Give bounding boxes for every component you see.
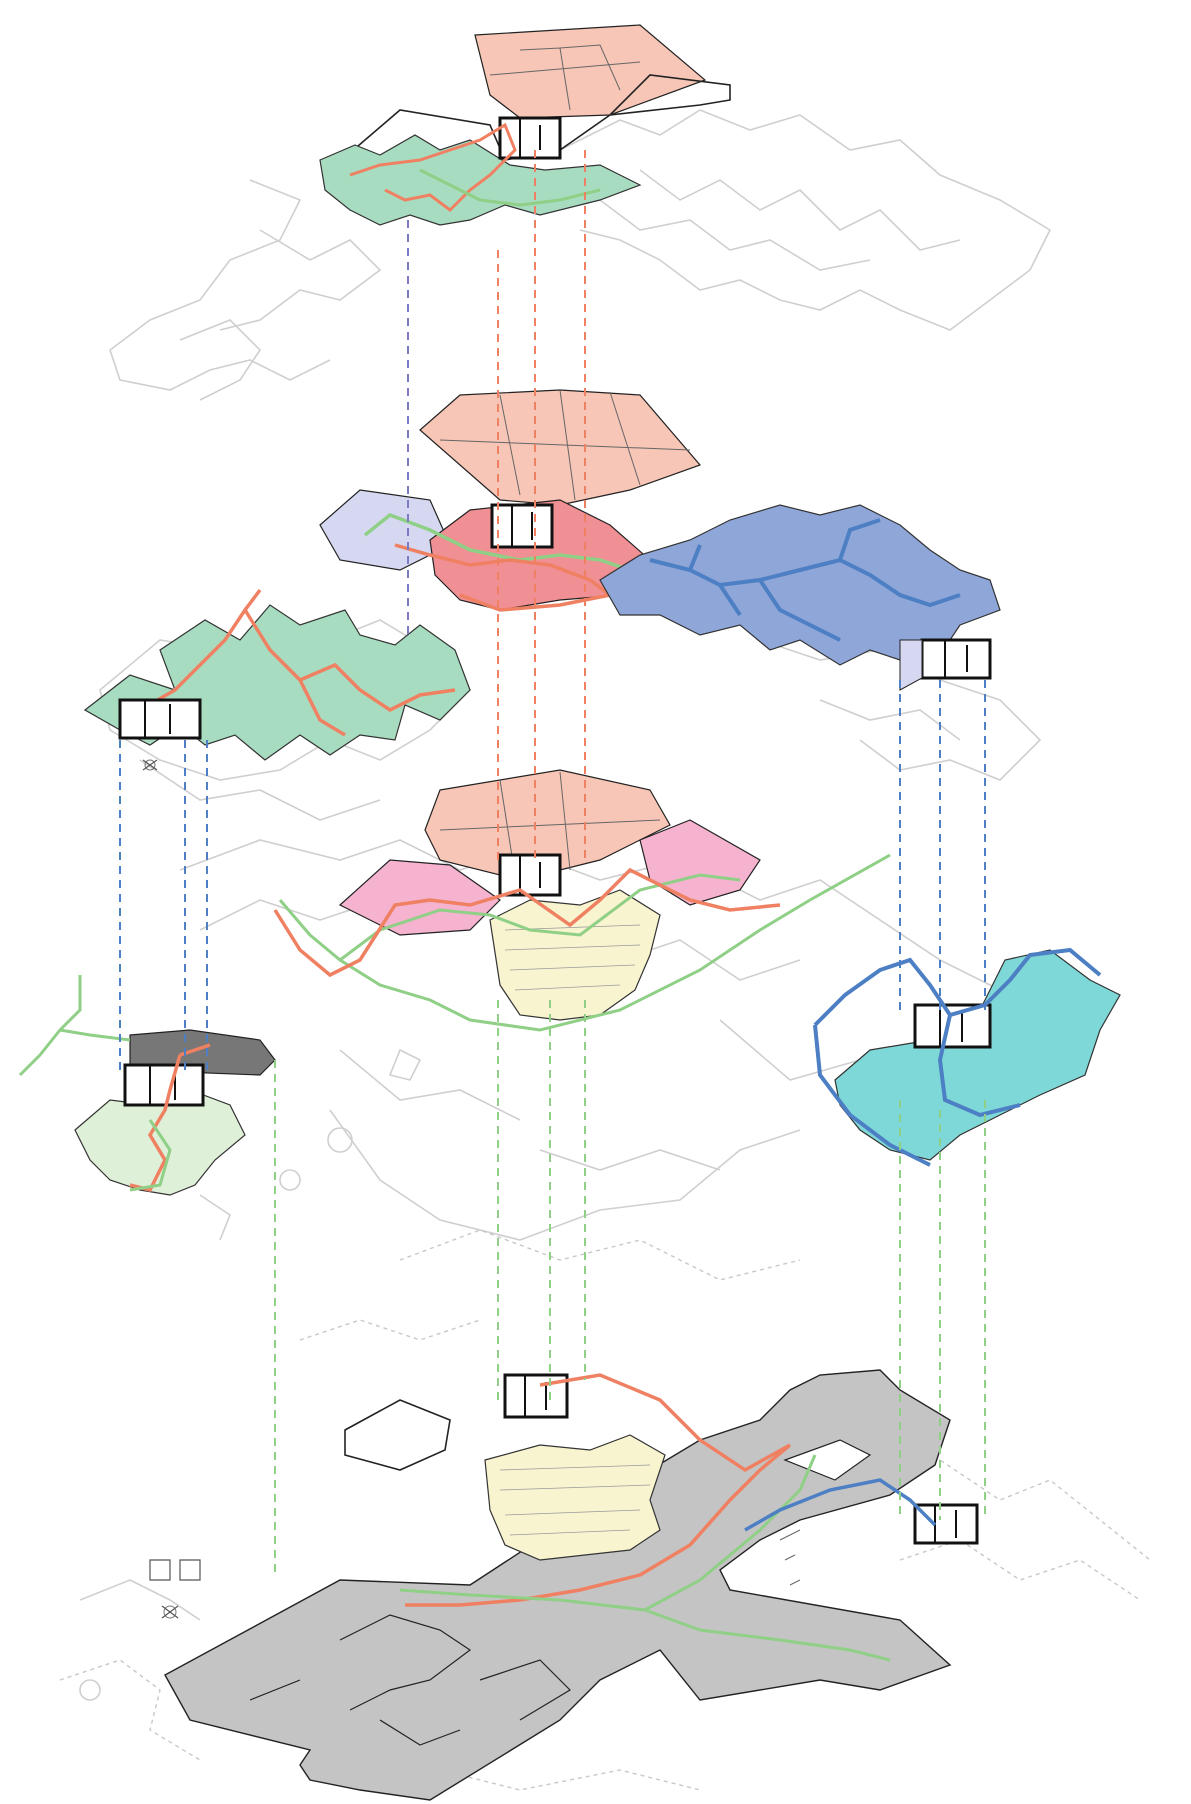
upper-middle-level <box>83 389 1001 761</box>
top-stair-core-icon <box>498 116 562 160</box>
lower-left-level <box>18 759 276 1196</box>
ground-stair-core-icon <box>503 1373 569 1419</box>
ground-right-stair-core-icon <box>913 1503 979 1545</box>
ground-blue-route <box>744 1478 937 1532</box>
tree-symbol-icon <box>142 759 158 771</box>
upper-green-route <box>363 513 646 577</box>
ground-level <box>149 1369 979 1801</box>
middle-green-route-2 <box>339 873 741 962</box>
middle-orange-route <box>273 867 781 978</box>
middle-pink-block-left <box>338 859 501 936</box>
middle-green-route <box>278 853 891 1032</box>
upper-stair-core-icon <box>490 503 554 549</box>
ghost-plan-ground <box>59 1229 1151 1791</box>
vertical-connectors <box>119 150 986 1575</box>
middle-level <box>273 769 891 1032</box>
tree-symbol-icon <box>161 1605 179 1619</box>
ghost-plan-top <box>109 109 1052 401</box>
middle-cream-block <box>489 889 661 1021</box>
top-level <box>319 24 731 226</box>
middle-pink-block-right <box>639 819 761 906</box>
ground-orange-route <box>405 1373 792 1607</box>
ground-cream-block <box>484 1434 666 1561</box>
upper-blue-route <box>649 518 961 642</box>
middle-stair-core-icon <box>498 853 562 897</box>
lower-right-cyan-zone <box>834 949 1121 1161</box>
upper-orange-route <box>394 543 615 612</box>
upper-right-stair-core-icon <box>920 638 992 680</box>
upper-salmon-block <box>419 389 702 506</box>
lower-left-stair-core-icon <box>123 1063 205 1107</box>
top-salmon-block <box>474 24 707 119</box>
lower-left-green-route <box>18 975 131 1077</box>
ground-green-route <box>399 1454 891 1662</box>
upper-left-stair-core-icon <box>118 698 202 740</box>
top-green-route <box>419 168 601 207</box>
lower-right-stair-core-icon <box>913 1003 992 1049</box>
top-orange-route <box>349 122 517 212</box>
upper-left-orange-route <box>139 588 456 737</box>
lower-right-level <box>813 947 1121 1167</box>
lower-right-blue-route <box>813 947 1102 1167</box>
top-green-zone <box>319 134 642 226</box>
ground-grey-base <box>164 1369 952 1801</box>
